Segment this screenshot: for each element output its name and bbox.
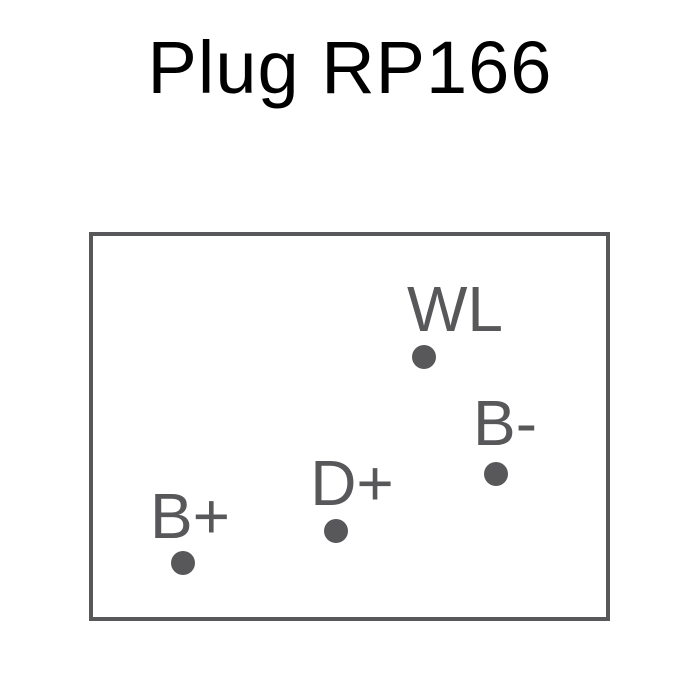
pin-b-plus-label: B+ [150, 480, 230, 552]
pin-wl-label: WL [407, 273, 503, 345]
pin-b-plus: B+ [150, 480, 230, 575]
pin-b-minus: B- [473, 387, 537, 486]
pin-wl-dot [412, 345, 436, 369]
pin-b-minus-label: B- [473, 387, 537, 459]
pin-wl: WL [407, 273, 503, 369]
pin-d-plus-dot [324, 519, 348, 543]
pin-d-plus-label: D+ [310, 447, 394, 519]
pin-b-minus-dot [484, 462, 508, 486]
plug-title: Plug RP166 [147, 26, 553, 109]
plug-outline [89, 232, 610, 621]
pin-b-plus-dot [171, 551, 195, 575]
pin-d-plus: D+ [310, 447, 394, 543]
